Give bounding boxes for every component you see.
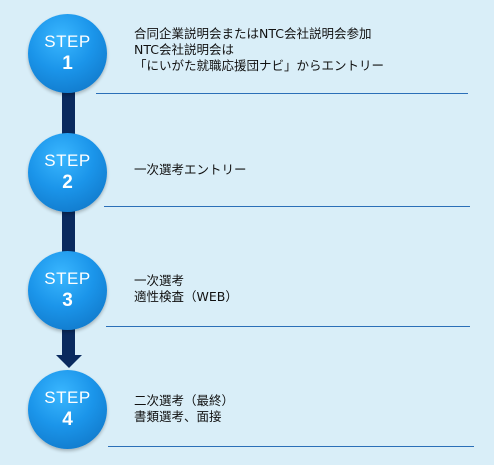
step-1-number: 1 [62,52,73,74]
step-1-line-2: NTC会社説明会は [134,42,234,57]
step-4-circle: STEP 4 [28,370,107,449]
step-2-divider [104,206,470,207]
arrow-down-icon [56,355,82,368]
step-2-number: 2 [62,171,73,193]
step-3-line-1: 一次選考 [134,273,185,288]
step-4-number: 4 [62,408,73,430]
step-1-circle: STEP 1 [28,14,107,93]
step-2-line-1: 一次選考エントリー [134,162,247,177]
step-3-description: 一次選考 適性検査（WEB） [134,273,238,305]
step-2-description: 一次選考エントリー [134,162,247,178]
step-4-line-1: 二次選考（最終） [134,393,235,408]
step-1-line-1: 合同企業説明会またはNTC会社説明会参加 [134,26,372,41]
step-4-divider [108,446,474,447]
step-1-label: STEP [44,32,91,52]
step-4-line-2: 書類選考、面接 [134,409,222,424]
connector-3-4 [62,326,75,356]
step-3-number: 3 [62,289,73,311]
step-2-circle: STEP 2 [28,133,107,212]
step-1-description: 合同企業説明会またはNTC会社説明会参加 NTC会社説明会は 「にいがた就職応援… [134,26,384,74]
step-4-label: STEP [44,388,91,408]
step-1-divider [96,93,468,94]
step-3-circle: STEP 3 [28,251,107,330]
step-3-label: STEP [44,269,91,289]
step-3-line-2: 適性検査（WEB） [134,289,238,304]
step-4-description: 二次選考（最終） 書類選考、面接 [134,393,234,425]
step-1-line-3: 「にいがた就職応援団ナビ」からエントリー [134,58,385,73]
step-2-label: STEP [44,151,91,171]
step-3-divider [106,326,470,327]
